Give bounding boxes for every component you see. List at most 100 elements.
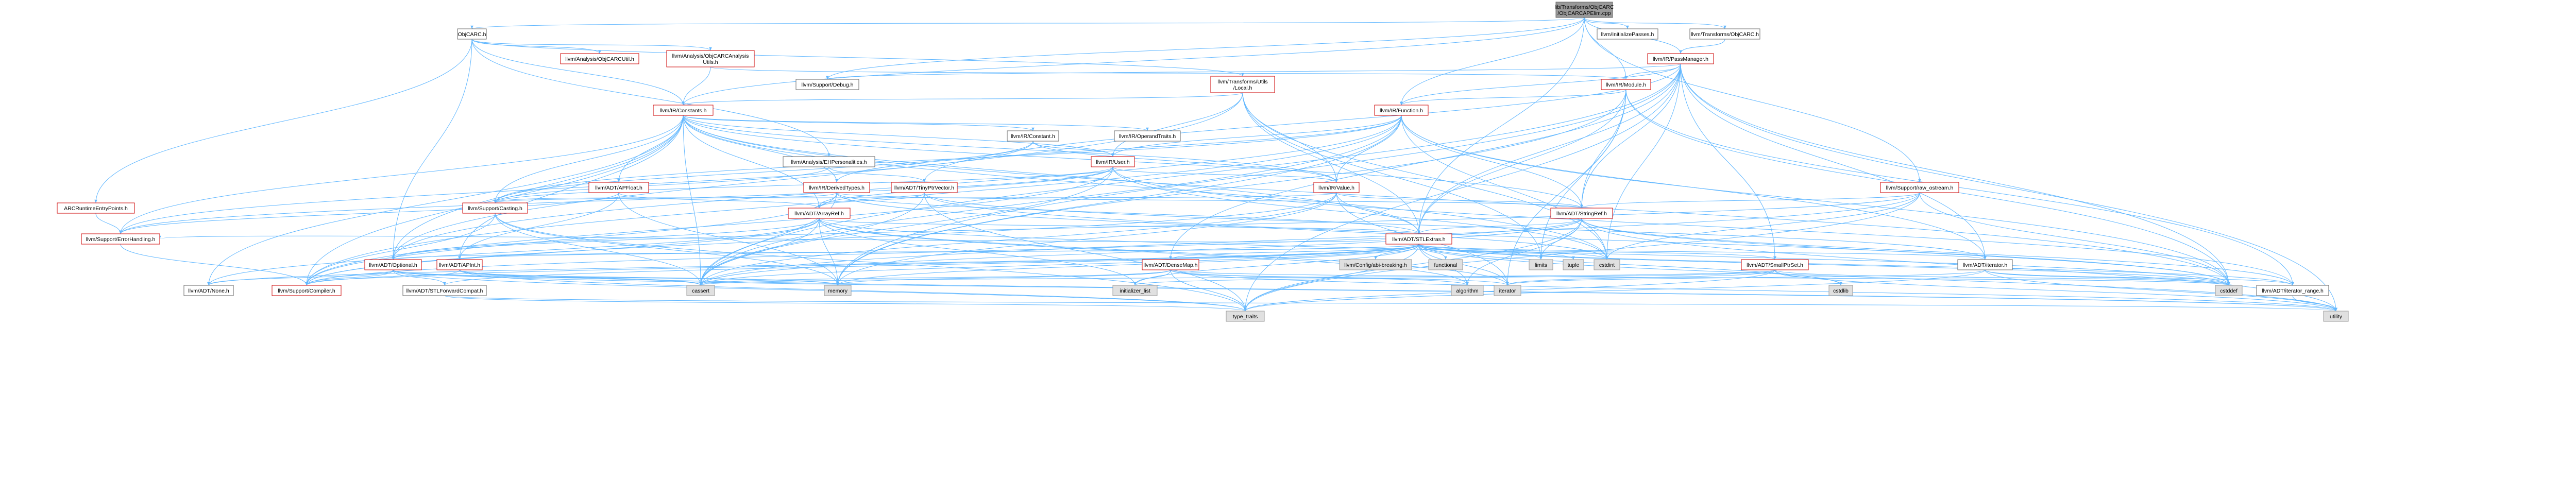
node-box — [1210, 76, 1275, 93]
edge-user-to-compiler — [305, 166, 1113, 286]
edge-function-to-derivedtypes — [835, 115, 1402, 183]
graph-node-apfloat[interactable]: llvm/ADT/APFloat.h — [588, 182, 649, 193]
edge-rawostream-to-stringref — [1580, 192, 1920, 209]
edge-iterator-to-iterrange — [1985, 269, 2294, 286]
graph-node-ehpers[interactable]: llvm/Analysis/EHPersonalities.h — [783, 156, 875, 167]
graph-node-densemap[interactable]: llvm/ADT/DenseMap.h — [1142, 259, 1199, 270]
node-label: algorithm — [1456, 288, 1478, 294]
edge-function-to-cstdint — [1401, 115, 1608, 260]
graph-node-transobjcarc[interactable]: llvm/Transforms/ObjCARC.h — [1689, 28, 1760, 40]
edge-optional-to-compiler — [305, 269, 394, 286]
graph-node-translocal[interactable]: llvm/Transforms/Utils/Local.h — [1210, 76, 1275, 93]
edge-passmanager-to-iterator — [1680, 63, 1987, 260]
edge-densemap-to-memory — [836, 269, 1171, 286]
graph-node-cstdint[interactable]: cstdint — [1594, 259, 1620, 270]
graph-node-debug[interactable]: llvm/Support/Debug.h — [795, 79, 859, 90]
graph-node-constant[interactable]: llvm/IR/Constant.h — [1007, 130, 1059, 142]
graph-node-arcruntime[interactable]: ARCRuntimeEntryPoints.h — [57, 202, 135, 214]
node-label: llvm/IR/Function.h — [1380, 108, 1423, 114]
graph-node-errhandling[interactable]: llvm/Support/ErrorHandling.h — [81, 233, 160, 245]
node-label: llvm/InitializePasses.h — [1601, 31, 1654, 38]
node-label: lib/Transforms/ObjCARC — [1554, 4, 1614, 10]
graph-node-user[interactable]: llvm/IR/User.h — [1091, 156, 1135, 167]
node-box — [1828, 285, 1853, 296]
graph-node-tinyptr[interactable]: llvm/ADT/TinyPtrVector.h — [891, 182, 958, 193]
graph-node-typetraits[interactable]: type_traits — [1226, 311, 1265, 322]
graph-node-stlextras[interactable]: llvm/ADT/STLExtras.h — [1385, 233, 1452, 245]
edge-apint-to-utility — [459, 269, 2337, 312]
edge-constant-to-user — [1032, 141, 1114, 157]
graph-node-root: lib/Transforms/ObjCARC/ObjCARCAPElim.cpp — [1554, 2, 1614, 18]
graph-node-operandtraits[interactable]: llvm/IR/OperandTraits.h — [1114, 130, 1181, 142]
graph-node-none[interactable]: llvm/ADT/None.h — [183, 285, 234, 296]
graph-node-value[interactable]: llvm/IR/Value.h — [1313, 182, 1360, 193]
graph-node-utility[interactable]: utility — [2323, 311, 2349, 322]
graph-node-tuple[interactable]: tuple — [1563, 259, 1584, 270]
edge-apfloat-to-errhandling — [119, 192, 619, 234]
graph-node-iteratorstd[interactable]: iterator — [1494, 285, 1521, 296]
edge-root-to-objcarc — [470, 17, 1585, 29]
node-box — [783, 156, 875, 167]
graph-node-iterrange[interactable]: llvm/ADT/iterator_range.h — [2256, 285, 2329, 296]
graph-node-iterator[interactable]: llvm/ADT/iterator.h — [1957, 259, 2013, 270]
node-box — [653, 105, 714, 116]
graph-node-cstdlib[interactable]: cstdlib — [1828, 285, 1853, 296]
edge-stlfwd-to-typetraits — [444, 295, 1247, 312]
graph-node-cassert[interactable]: cassert — [686, 285, 715, 296]
edge-stlextras-to-cstdlib — [1418, 244, 1842, 286]
graph-node-functional[interactable]: functional — [1428, 259, 1463, 270]
graph-node-casting[interactable]: llvm/Support/Casting.h — [462, 202, 528, 214]
node-label: llvm/Analysis/ObjCARCAnalysis — [672, 53, 749, 59]
node-label: llvm/IR/Constants.h — [659, 108, 706, 114]
edge-value-to-cassert — [699, 192, 1337, 286]
graph-node-limits[interactable]: limits — [1529, 259, 1553, 270]
graph-node-config[interactable]: llvm/Config/abi-breaking.h — [1339, 259, 1412, 270]
edge-user-to-value — [1112, 166, 1338, 183]
edge-stlextras-to-iteratorstd — [1418, 244, 1509, 286]
node-label: llvm/IR/PassManager.h — [1653, 56, 1708, 62]
graph-node-algorithm[interactable]: algorithm — [1451, 285, 1484, 296]
graph-node-memory[interactable]: memory — [824, 285, 852, 296]
node-label: llvm/IR/Value.h — [1318, 185, 1354, 191]
edge-module-to-function — [1400, 89, 1626, 106]
graph-node-arrayref[interactable]: llvm/ADT/ArrayRef.h — [788, 208, 851, 219]
graph-node-compiler[interactable]: llvm/Support/Compiler.h — [272, 285, 342, 296]
graph-node-passmanager[interactable]: llvm/IR/PassManager.h — [1647, 53, 1714, 64]
edge-constants-to-value — [683, 115, 1338, 183]
graph-node-derivedtypes[interactable]: llvm/IR/DerivedTypes.h — [803, 182, 870, 193]
edge-function-to-value — [1335, 115, 1402, 183]
edge-arrayref-to-stlextras — [819, 218, 1420, 234]
node-label: llvm/ADT/StringRef.h — [1556, 211, 1607, 217]
edge-stringref-to-iterrange — [1581, 218, 2294, 286]
node-label: llvm/Support/raw_ostream.h — [1886, 185, 1954, 191]
graph-node-initlist[interactable]: initializer_list — [1112, 285, 1158, 296]
edge-casting-to-typetraits — [495, 213, 1247, 312]
graph-node-smallptrset[interactable]: llvm/ADT/SmallPtrSet.h — [1741, 259, 1809, 270]
graph-node-apint[interactable]: llvm/ADT/APInt.h — [436, 259, 483, 270]
graph-node-rawostream[interactable]: llvm/Support/raw_ostream.h — [1880, 182, 1959, 193]
node-box — [1385, 233, 1452, 245]
graph-node-initpasses[interactable]: llvm/InitializePasses.h — [1597, 28, 1658, 40]
node-label: llvm/Support/Casting.h — [468, 205, 522, 212]
edge-arrayref-to-cassert — [699, 218, 820, 286]
edge-ehpers-to-casting — [494, 166, 829, 203]
graph-node-module[interactable]: llvm/IR/Module.h — [1601, 79, 1651, 90]
node-label: llvm/Config/abi-breaking.h — [1344, 262, 1407, 268]
graph-node-constants[interactable]: llvm/IR/Constants.h — [653, 105, 714, 116]
node-box — [803, 182, 870, 193]
graph-node-objcarc[interactable]: ObjCARC.h — [457, 28, 487, 40]
node-label: llvm/Support/Debug.h — [802, 82, 854, 88]
node-box — [2215, 285, 2243, 296]
graph-node-stlfwd[interactable]: llvm/ADT/STLForwardCompat.h — [402, 285, 487, 296]
graph-node-stringref[interactable]: llvm/ADT/StringRef.h — [1550, 208, 1613, 219]
graph-node-cstddef[interactable]: cstddef — [2215, 285, 2243, 296]
edge-apint-to-memory — [459, 269, 839, 286]
edge-casting-to-memory — [495, 213, 839, 286]
node-label: /Local.h — [1233, 85, 1252, 91]
edge-user-to-errhandling — [119, 166, 1113, 234]
edge-apfloat-to-arrayref — [618, 192, 821, 209]
graph-node-optional[interactable]: llvm/ADT/Optional.h — [364, 259, 422, 270]
graph-node-objcarcutil[interactable]: llvm/Analysis/ObjCARCUtil.h — [560, 53, 639, 64]
graph-node-function[interactable]: llvm/IR/Function.h — [1374, 105, 1429, 116]
